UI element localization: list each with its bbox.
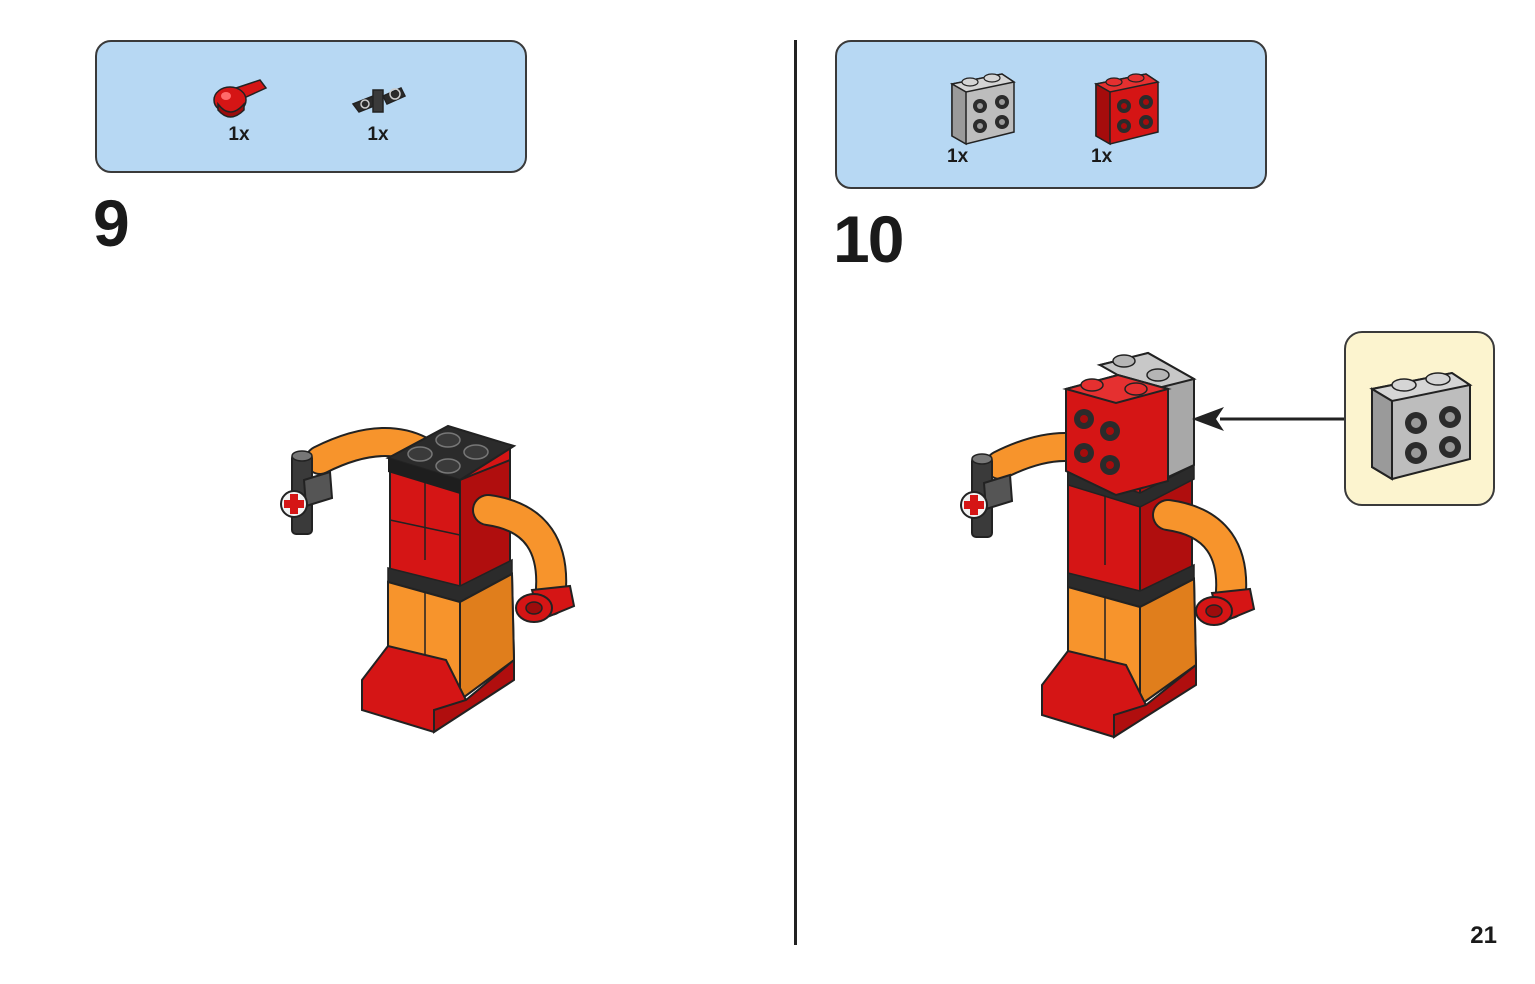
red-hinge-plate-icon [213,79,268,118]
page-number: 21 [1470,922,1497,949]
red-brick-1x2-studs-side-icon [1093,73,1160,146]
part-black-clip: 1x [333,74,423,146]
parts-box-step-9: 1x 1x [95,40,527,173]
gray-brick-1x2-studs-side-icon [949,73,1016,146]
part-qty: 1x [367,124,389,145]
part-red-hinge: 1x [194,74,284,146]
step-number: 9 [93,186,130,260]
parts-box-step-10: 1x 1x [835,40,1267,189]
part-red-brick: 1x [1079,62,1169,168]
placement-arrow-icon [1192,407,1346,431]
part-qty: 1x [228,124,250,145]
part-qty: 1x [947,146,969,167]
black-clip-connector-icon [351,87,407,113]
part-gray-brick: 1x [935,62,1025,168]
step-number: 10 [833,202,904,276]
callout-box [1344,331,1495,506]
gray-brick-1x2-studs-side-icon [1369,371,1473,481]
part-qty: 1x [1091,146,1113,167]
step-10-model-illustration [960,351,1256,739]
step-9-model-illustration [280,424,576,734]
page-divider [794,40,797,945]
